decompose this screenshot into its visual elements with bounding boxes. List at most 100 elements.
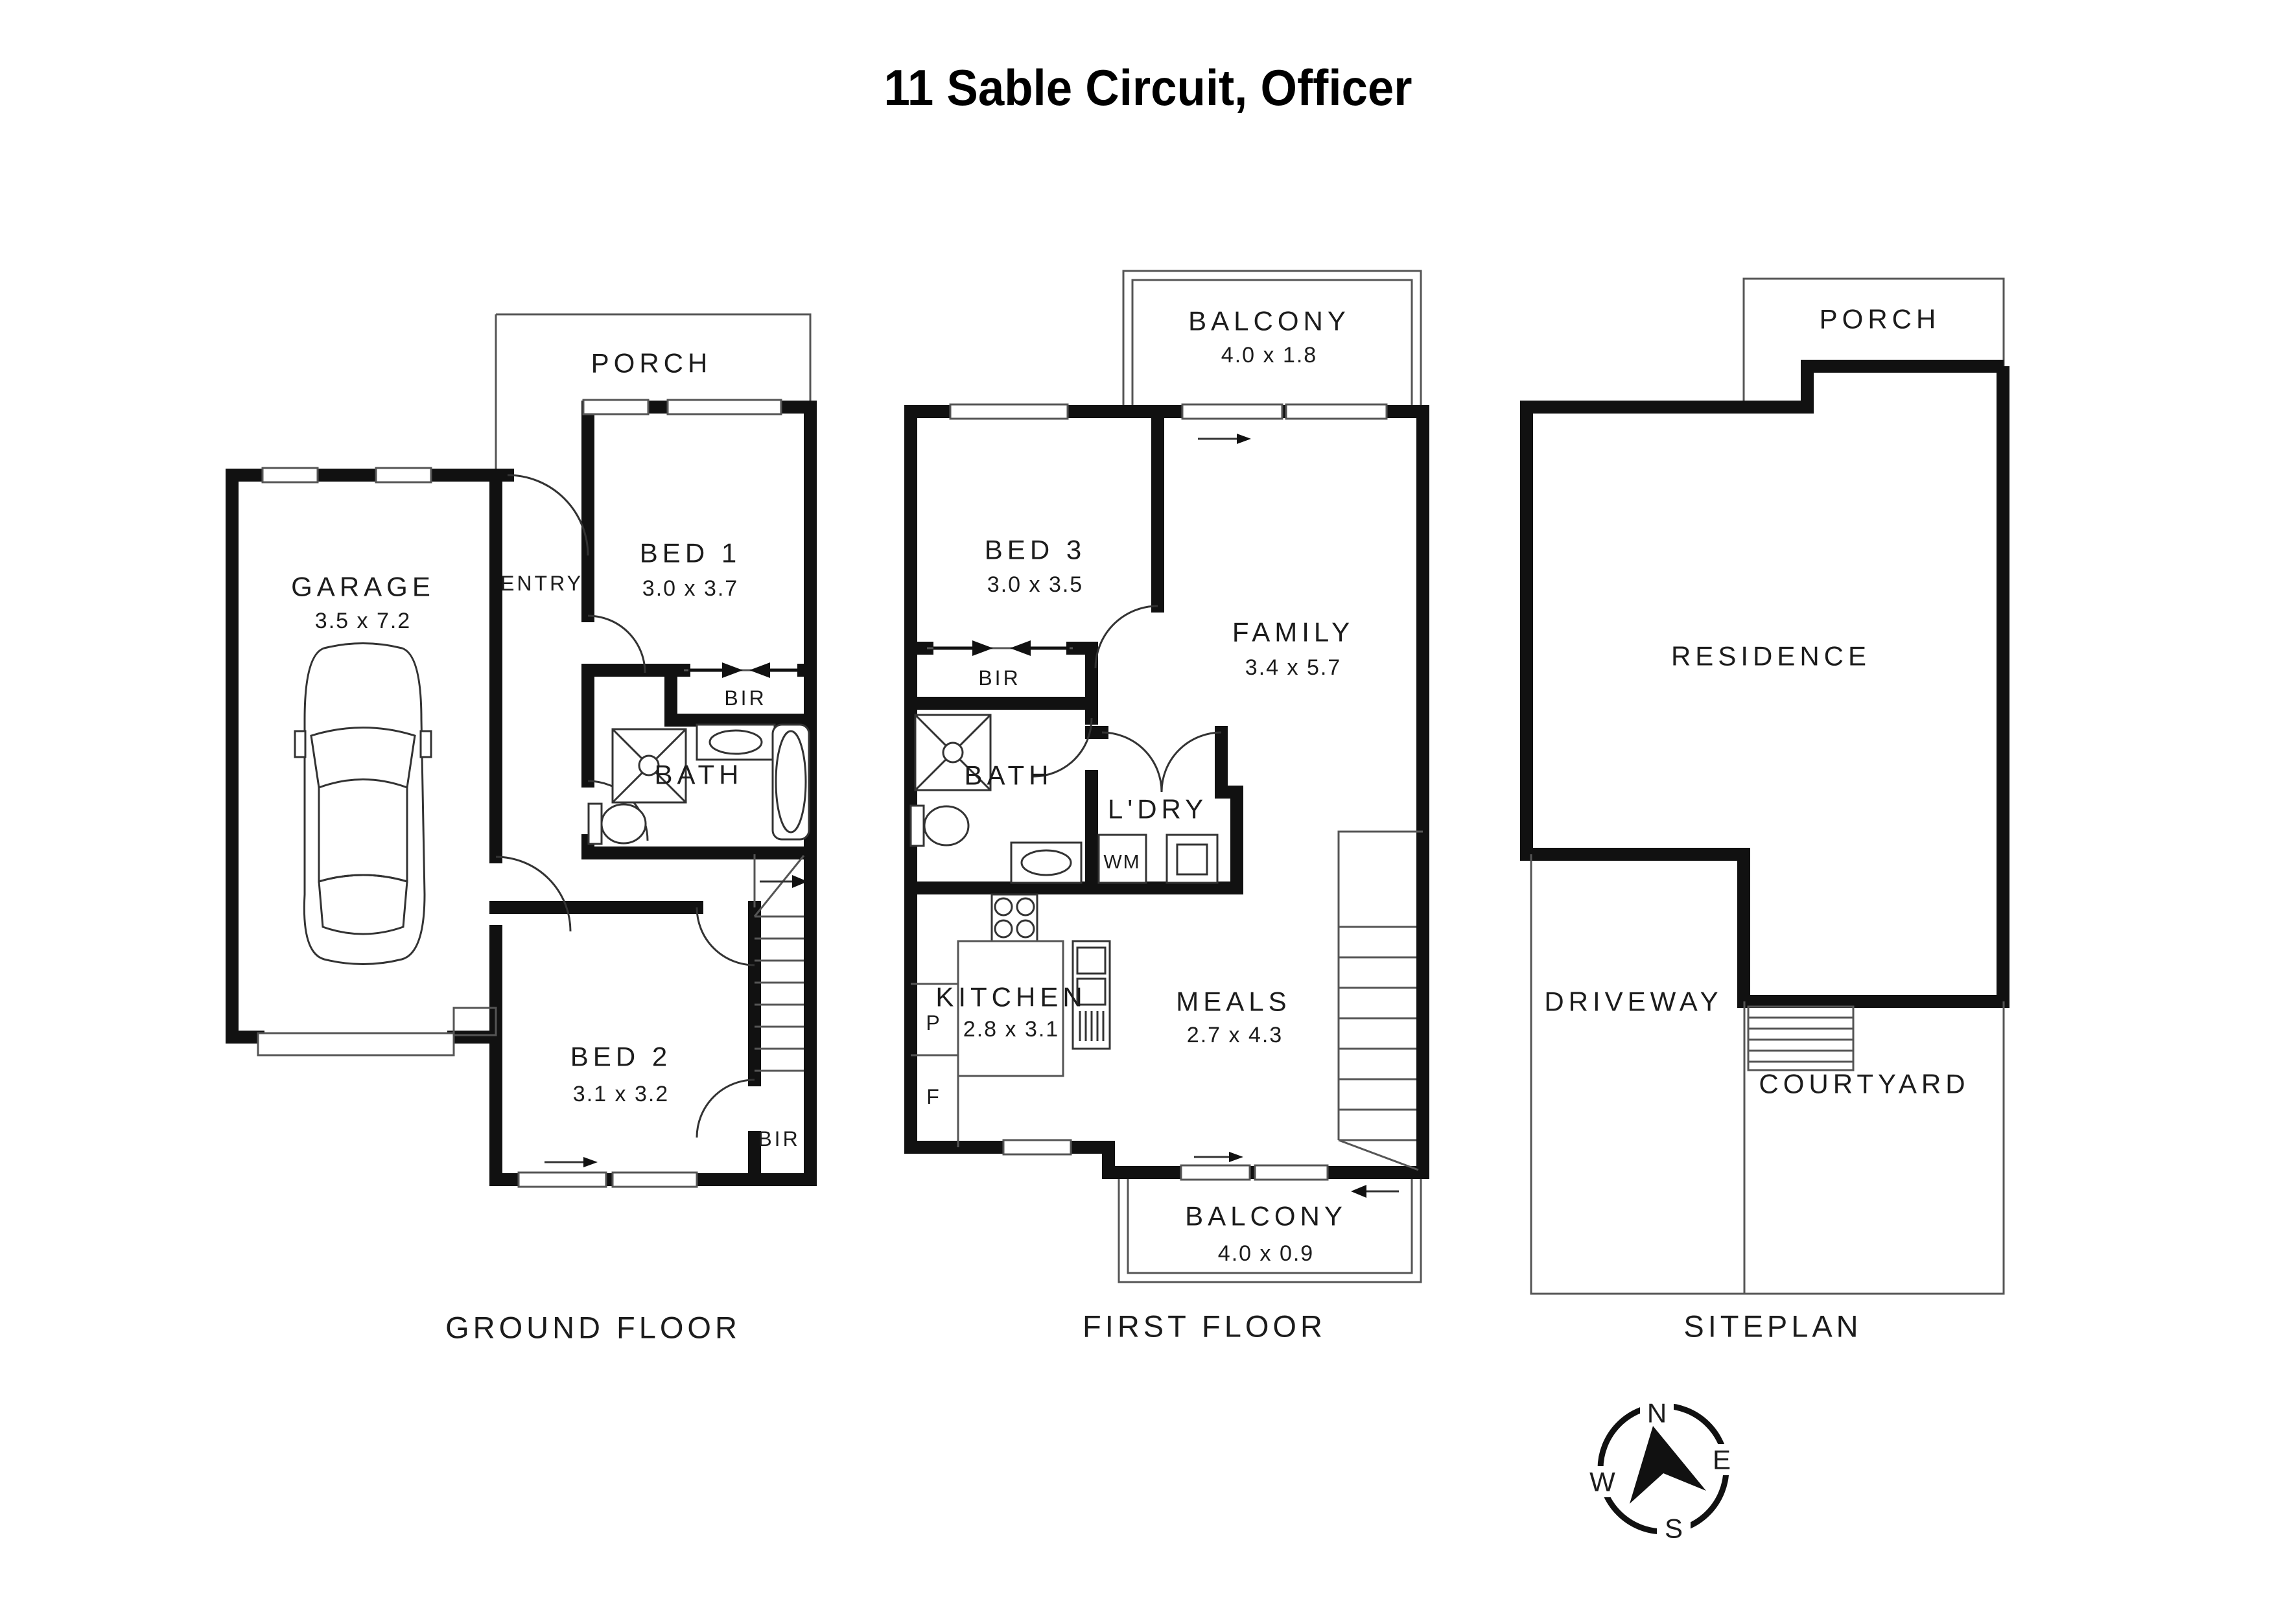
laundry-fixtures <box>1097 834 1219 884</box>
balcony-bottom-dims: 4.0 x 0.9 <box>1218 1241 1314 1266</box>
bed2-door-arc <box>696 907 755 966</box>
siteplan-porch-label: PORCH <box>1820 304 1941 334</box>
ground-bath-fixtures <box>587 723 810 845</box>
bed3-label: BED 3 <box>985 535 1086 565</box>
sliding-door-arrow-icon <box>749 662 770 678</box>
sliding-door-arrow-icon <box>722 662 743 678</box>
toilet-icon <box>909 804 925 847</box>
ground-bath-label: BATH <box>655 760 744 790</box>
first-balcony-bottom-outline <box>1118 1179 1422 1283</box>
ground-bed2-dims: 3.1 x 3.2 <box>573 1082 669 1106</box>
first-floor-plan: BALCONY 4.0 x 1.8 BED 3 3.0 x 3.5 FAMILY… <box>904 270 1429 1344</box>
sliding-window-arrow-icon <box>583 1157 598 1167</box>
balcony-bottom-label: BALCONY <box>1185 1201 1347 1232</box>
kitchen-dims: 2.8 x 3.1 <box>963 1017 1059 1042</box>
kitchen-label: KITCHEN <box>935 982 1086 1012</box>
washing-machine-label: WM <box>1103 852 1140 873</box>
balcony-top-dims: 4.0 x 1.8 <box>1221 343 1317 368</box>
ground-porch-outline <box>495 313 812 475</box>
courtyard-outline <box>1743 1001 2005 1295</box>
ground-door-arcs <box>495 474 755 1138</box>
ground-entry-label: ENTRY <box>500 572 583 595</box>
toilet-icon <box>587 802 603 845</box>
first-bath-label: BATH <box>965 760 1053 791</box>
sliding-door-arrow-icon <box>1010 640 1031 656</box>
fridge-label: F <box>926 1085 942 1108</box>
compass-rose: N E W S <box>1586 1397 1737 1544</box>
bed3-robe-sliding-doors <box>927 640 1073 656</box>
basin-icon <box>709 729 763 755</box>
residence-outline <box>1520 360 2009 1008</box>
siteplan: PORCH RESIDENCE DRIVEWAY COURTYARD SITEP… <box>1520 277 2009 1344</box>
bed2-robe-door-arc <box>696 1079 755 1138</box>
first-bath-fixtures <box>909 714 1083 884</box>
car-mirror-icon <box>419 730 432 758</box>
bed1-robe-sliding-doors <box>684 662 804 678</box>
meals-dims: 2.7 x 4.3 <box>1187 1023 1283 1047</box>
bed3-dims: 3.0 x 3.5 <box>987 572 1083 597</box>
sliding-window-arrow-icon <box>1229 1152 1243 1162</box>
courtyard-label: COURTYARD <box>1759 1069 1969 1099</box>
driveway-label: DRIVEWAY <box>1544 987 1722 1017</box>
laundry-label: L'DRY <box>1108 794 1208 824</box>
ground-bed1-label: BED 1 <box>640 538 741 568</box>
balcony-top-label: BALCONY <box>1188 306 1350 336</box>
family-label: FAMILY <box>1232 617 1354 648</box>
shower-drain-icon <box>942 741 964 764</box>
ground-stairs <box>753 854 808 1072</box>
first-windows <box>949 403 1388 1181</box>
ground-porch-label: PORCH <box>591 348 712 379</box>
family-dims: 3.4 x 5.7 <box>1245 655 1341 680</box>
ground-garage-label: GARAGE <box>291 572 435 602</box>
bath-door-arc <box>1033 718 1093 778</box>
pantry-label: P <box>926 1011 942 1034</box>
first-window-arrows <box>1194 434 1251 1162</box>
bed3-robe-label: BIR <box>978 666 1020 690</box>
first-door-arcs <box>1033 605 1222 793</box>
compass-west-label: W <box>1589 1467 1615 1497</box>
ground-floor-walls <box>226 401 817 1186</box>
ground-garage-dims: 3.5 x 7.2 <box>315 609 411 633</box>
ground-bed2-label: BED 2 <box>570 1042 672 1072</box>
stairs-down-arrow-icon <box>1351 1185 1366 1198</box>
ground-floor-plan: PORCH GARAGE 3.5 x 7.2 ENTRY BED 1 3.0 x… <box>226 313 817 1345</box>
laundry-door-arc <box>1160 731 1222 793</box>
driveway-outline <box>1530 854 1744 1295</box>
north-arrow-icon <box>1630 1426 1706 1504</box>
bed1-door-arc <box>587 614 646 673</box>
ground-bed2-robe-label: BIR <box>758 1127 800 1150</box>
shower-drain-icon <box>638 754 660 776</box>
first-floor-caption: FIRST FLOOR <box>1083 1309 1326 1344</box>
bed2-window-arrow <box>545 1157 598 1167</box>
courtyard-steps <box>1747 1005 1855 1071</box>
first-stairs <box>1337 830 1423 1198</box>
entry-door-arc <box>507 474 589 556</box>
ground-windows <box>257 399 782 1188</box>
meals-label: MEALS <box>1176 987 1291 1017</box>
basin-icon <box>1020 849 1072 876</box>
first-balcony-top-outline <box>1122 270 1422 406</box>
siteplan-caption: SITEPLAN <box>1683 1309 1862 1344</box>
kitchen-bench <box>957 940 1064 1077</box>
kitchen-fixtures <box>911 893 1111 1147</box>
car-mirror-icon <box>294 730 307 758</box>
residence-label: RESIDENCE <box>1671 641 1871 671</box>
car-icon <box>294 642 432 965</box>
garage-internal-door-arc <box>495 856 572 932</box>
compass-south-label: S <box>1665 1513 1683 1544</box>
ground-bed1-robe-label: BIR <box>724 686 766 710</box>
garage-door <box>257 1032 455 1057</box>
laundry-door-arc <box>1101 731 1163 793</box>
ground-bed1-dims: 3.0 x 3.7 <box>642 576 738 601</box>
compass-east-label: E <box>1713 1445 1731 1475</box>
page-title: 11 Sable Circuit, Officer <box>884 59 1412 116</box>
garage-step <box>452 1007 497 1036</box>
siteplan-porch-outline <box>1742 277 2005 407</box>
sliding-window-arrow-icon <box>1237 434 1251 444</box>
compass-north-label: N <box>1647 1398 1667 1429</box>
ground-floor-caption: GROUND FLOOR <box>445 1311 741 1345</box>
sliding-door-arrow-icon <box>972 640 993 656</box>
stairs-up-arrow-icon <box>792 875 808 888</box>
family-door-arc <box>1094 605 1158 669</box>
